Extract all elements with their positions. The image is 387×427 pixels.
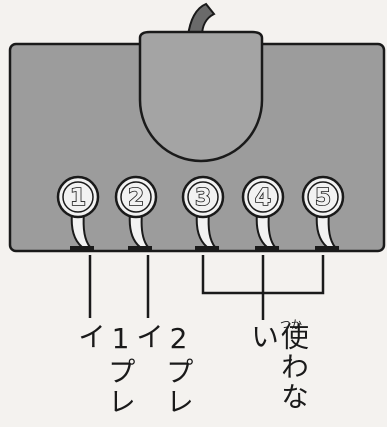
port-ring [56, 175, 100, 219]
port-ring [181, 175, 225, 219]
cable [186, 2, 216, 37]
label-player1: 1プレイ [74, 322, 137, 417]
unused-bracket [201, 255, 325, 320]
port-inner-ring [120, 181, 152, 213]
port-group: 1 2 3 4 5 [56, 175, 345, 252]
port-base [315, 246, 339, 252]
port-base [195, 246, 219, 252]
port-4: 4 [241, 175, 285, 252]
label-unused-ruby: つか [280, 318, 302, 331]
port-base [128, 246, 152, 252]
label-unused: 使わない [247, 322, 310, 412]
port-number: 2 [128, 185, 144, 211]
port-inner-ring [187, 181, 219, 213]
port-ring [301, 175, 345, 219]
port-inner-ring [62, 181, 94, 213]
device-dome [138, 30, 264, 163]
port-number: 4 [255, 185, 271, 211]
port-inner-ring [247, 181, 279, 213]
port-5: 5 [301, 175, 345, 252]
port-ring [114, 175, 158, 219]
port-number: 5 [315, 185, 331, 211]
port-number: 3 [195, 185, 211, 211]
port-3: 3 [181, 175, 225, 252]
port-1: 1 [56, 175, 100, 252]
port-inner-ring [307, 181, 339, 213]
port-base [255, 246, 279, 252]
port-ring [241, 175, 285, 219]
port-base [70, 246, 94, 252]
label-player2: 2プレイ [132, 322, 195, 417]
port-2: 2 [114, 175, 158, 252]
port-number: 1 [70, 185, 86, 211]
